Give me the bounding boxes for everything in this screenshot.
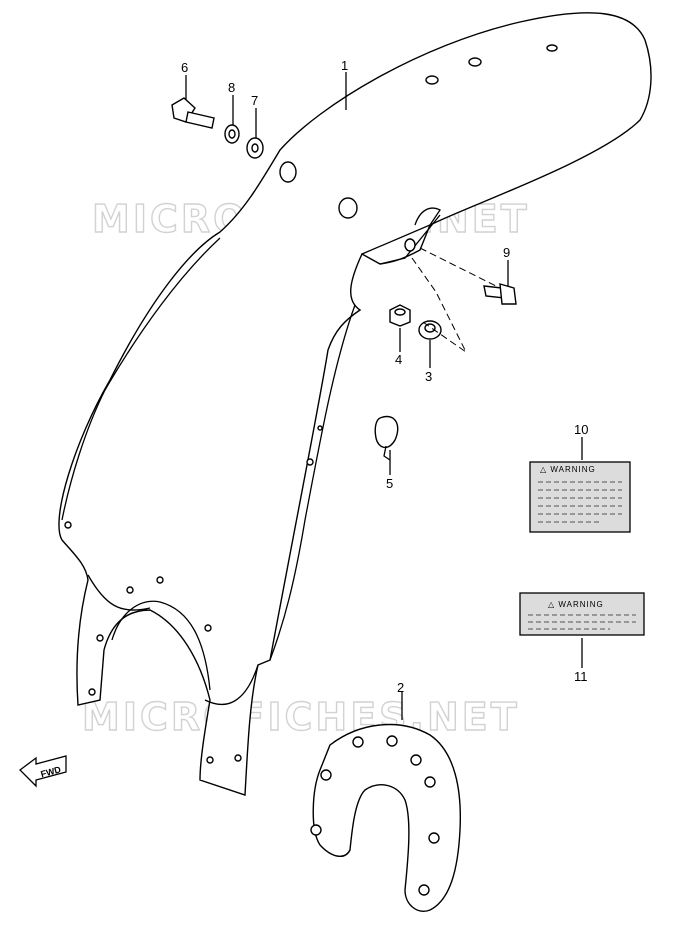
clamp-part[interactable] (374, 415, 399, 461)
assembly-line-3 (411, 257, 467, 353)
warning-label-11[interactable]: △ WARNING (519, 592, 645, 636)
bolt-part-9[interactable] (483, 283, 517, 305)
callout-3[interactable]: 3 (425, 369, 432, 384)
washer-part-7[interactable] (246, 137, 264, 159)
callout-8[interactable]: 8 (228, 80, 235, 95)
warning-label-11-title: △ WARNING (548, 600, 604, 609)
assembly-line-9 (419, 247, 501, 289)
callout-4[interactable]: 4 (395, 352, 402, 367)
forward-arrow-icon: FWD (19, 755, 67, 788)
callout-11[interactable]: 11 (574, 669, 588, 684)
callout-5[interactable]: 5 (386, 476, 393, 491)
bolt-part-6[interactable] (171, 97, 215, 129)
nut-part[interactable] (389, 304, 411, 327)
watermark-bottom: MICROFICHES.NET (82, 695, 520, 739)
callout-leaders (185, 72, 583, 720)
warning-label-10-title: △ WARNING (540, 465, 596, 474)
front-fender[interactable] (58, 12, 652, 796)
callout-2[interactable]: 2 (397, 680, 404, 695)
callout-6[interactable]: 6 (181, 60, 188, 75)
washer-part-8[interactable] (224, 124, 240, 144)
callout-7[interactable]: 7 (251, 93, 258, 108)
warning-label-10[interactable]: △ WARNING (529, 461, 631, 533)
callout-10[interactable]: 10 (574, 422, 588, 437)
grommet-part[interactable] (418, 320, 442, 340)
callout-9[interactable]: 9 (503, 245, 510, 260)
fender-liner[interactable] (310, 723, 462, 912)
callout-1[interactable]: 1 (341, 58, 348, 73)
